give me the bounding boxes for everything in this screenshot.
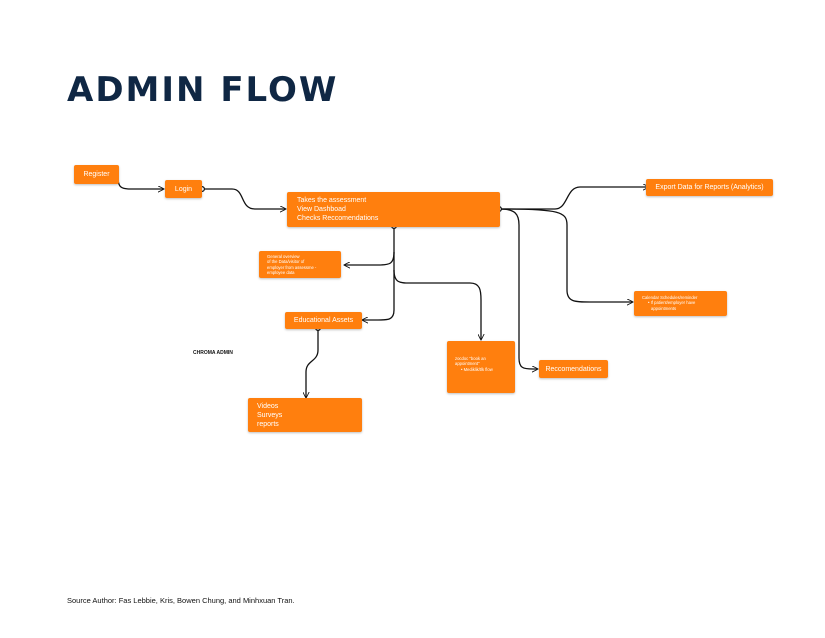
export-node[interactable]: Export Data for Reports (Analytics) [646, 179, 773, 196]
overview-line-4: employee data [267, 270, 295, 276]
calendar-node[interactable]: Calendar Schedules/reminder • If patient… [634, 291, 727, 316]
media-node[interactable]: Videos Surveys reports [248, 398, 362, 432]
page-title: ADMIN FLOW [67, 70, 339, 110]
overview-line-2: of the Data/visitor of [267, 259, 305, 265]
edge-register-login [117, 175, 163, 189]
edge-educational-media [306, 328, 319, 397]
educational-assets-node[interactable]: Educational Assets [285, 312, 362, 329]
booking-line-1: zocdoc "book an [455, 356, 486, 361]
assessment-node[interactable]: Takes the assessment View Dashboad Check… [287, 192, 500, 227]
edge-assessment-calendar [499, 208, 632, 302]
educational-assets-label: Educational Assets [293, 317, 354, 324]
edge-assessment-educational [363, 252, 395, 320]
register-label: Register [83, 171, 110, 178]
media-line-2: Surveys [257, 412, 283, 419]
overview-line-3: employer from assessme - [267, 264, 317, 270]
register-node[interactable]: Register [74, 165, 119, 184]
edge-assessment-overview [345, 226, 395, 265]
calendar-line-2: • If patient/employer have [648, 300, 696, 306]
overview-node[interactable]: General overview of the Data/visitor of … [259, 251, 341, 278]
login-label: Login [174, 185, 193, 193]
chroma-admin-label: CHROMA ADMIN [193, 350, 233, 356]
edge-assessment-booking [393, 269, 481, 339]
booking-line-2: appointment" [455, 361, 480, 367]
export-label: Export Data for Reports (Analytics) [655, 184, 764, 191]
login-node[interactable]: Login [165, 180, 202, 198]
edge-assessment-export [500, 187, 648, 210]
source-author-footer: Source Author: Fas Lebbie, Kris, Bowen C… [67, 596, 295, 605]
booking-line-3: • Mediklik/tlk flow [461, 366, 493, 372]
media-line-1: Videos [257, 403, 279, 410]
recommendations-node[interactable]: Reccomendations [539, 360, 608, 378]
overview-line-1: General overview [267, 254, 300, 259]
assessment-line-3: Checks Reccomendations [297, 215, 379, 222]
calendar-line-3: appointments [651, 305, 677, 311]
booking-node[interactable]: zocdoc "book an appointment" • Mediklik/… [447, 341, 515, 393]
assessment-line-1: Takes the assessment [297, 197, 367, 204]
calendar-line-1: Calendar Schedules/reminder [642, 295, 698, 300]
edge-assessment-recommendations [499, 208, 537, 369]
assessment-line-2: View Dashboad [297, 206, 346, 213]
edge-login-assessment [203, 188, 285, 209]
media-line-3: reports [257, 421, 279, 428]
recommendations-label: Reccomendations [545, 365, 602, 373]
